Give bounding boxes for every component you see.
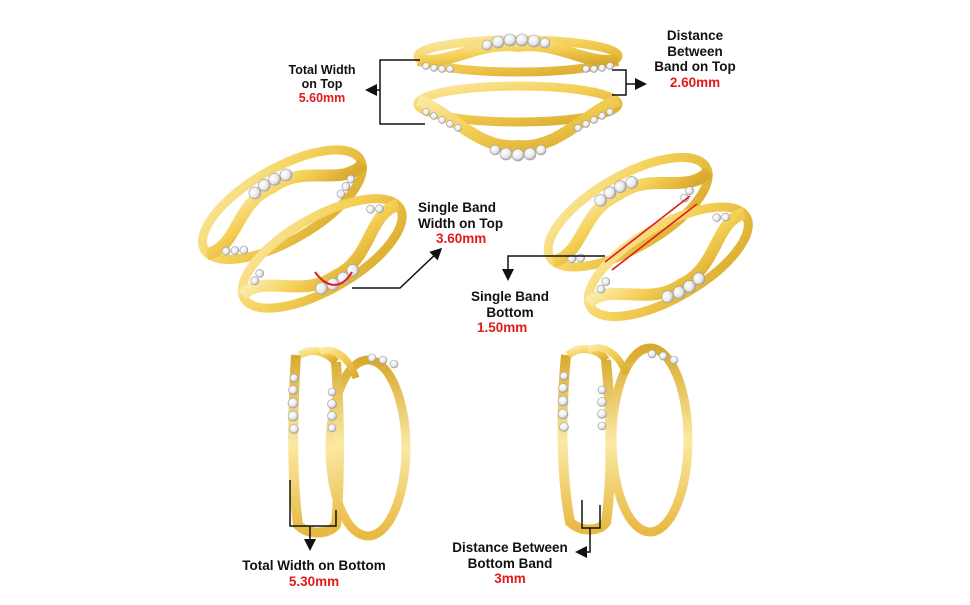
total-width-bottom-pointer — [289, 480, 337, 551]
label-value: 3.60mm — [436, 231, 487, 246]
label-value: 5.30mm — [288, 573, 340, 589]
label-line: Band on Top — [654, 59, 736, 74]
distance-between-bottom-pointer — [575, 500, 601, 558]
label-line: Total Width — [288, 63, 356, 77]
label-line: Single Band — [418, 200, 497, 215]
label-line: Bottom — [486, 304, 534, 320]
single-band-width-top-pointer — [352, 247, 443, 289]
label-line: Total Width on Bottom — [242, 558, 386, 573]
label-line: Bottom Band — [467, 555, 553, 571]
label-line: Distance — [666, 28, 724, 43]
label-value: 1.50mm — [477, 320, 528, 335]
label-line: Width on Top — [418, 215, 504, 231]
total-width-bottom-label: Total Width on Bottom 5.30mm — [234, 558, 394, 589]
distance-between-top-label: Distance Between Band on Top 2.60mm — [640, 28, 750, 90]
distance-between-top-pointer — [612, 69, 647, 96]
single-band-bottom-highlight-2 — [611, 203, 698, 271]
label-line: Single Band — [470, 289, 549, 304]
label-value: 2.60mm — [669, 74, 721, 90]
bottom-left-ring-image — [287, 346, 411, 541]
single-band-bottom-highlight-1 — [604, 195, 691, 263]
single-band-width-highlight — [314, 271, 353, 286]
label-line: Between — [667, 43, 723, 59]
top-ring-image — [413, 33, 623, 162]
single-band-bottom-pointer — [502, 255, 605, 281]
label-value: 3mm — [494, 571, 526, 586]
bottom-right-ring-image — [557, 343, 693, 537]
middle-right-ring-image — [543, 152, 753, 321]
single-band-bottom-label: Single Band Bottom 1.50mm — [455, 289, 565, 336]
middle-left-ring-image — [198, 145, 407, 313]
label-value: 5.60mm — [298, 91, 346, 105]
total-width-top-pointer — [365, 59, 425, 125]
label-line: on Top — [301, 77, 343, 91]
single-band-width-top-label: Single Band Width on Top 3.60mm — [418, 200, 528, 247]
distance-between-bottom-label: Distance Between Bottom Band 3mm — [446, 540, 574, 587]
total-width-top-label: Total Width on Top 5.60mm — [272, 63, 372, 105]
label-line: Distance Between — [452, 540, 568, 555]
